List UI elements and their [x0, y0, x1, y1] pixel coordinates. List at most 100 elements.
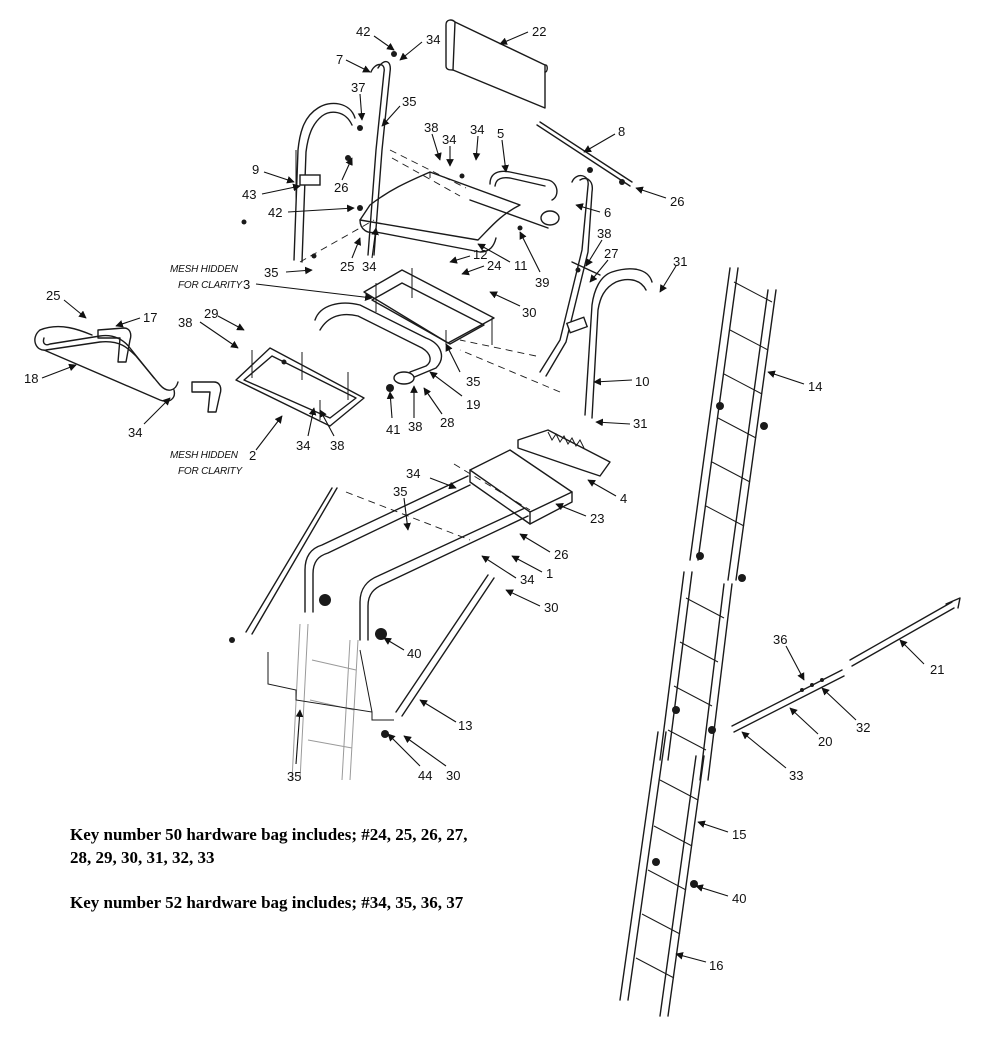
- callout-label-3: 3: [243, 277, 250, 292]
- callout-40-ladder: 40: [695, 884, 746, 906]
- callout-7: 7: [336, 52, 371, 73]
- callout-35-platform: 35: [393, 484, 411, 531]
- callout-17: 17: [115, 310, 157, 328]
- mesh-note-lower-2: FOR CLARITY: [178, 466, 243, 477]
- callout-23: 23: [555, 502, 604, 526]
- seat-cushion: [359, 171, 521, 253]
- callout-31-upper: 31: [659, 254, 687, 293]
- mesh-note-lower-1: MESH HIDDEN: [170, 450, 239, 461]
- callout-31-lower: 31: [595, 416, 647, 431]
- callout-label-31: 31: [673, 254, 687, 269]
- callout-label-29: 29: [204, 306, 218, 321]
- callout-24: 24: [461, 258, 501, 276]
- callout-30-upper: 30: [489, 291, 536, 320]
- left-armrest: [293, 102, 356, 263]
- callout-label-14: 14: [808, 379, 822, 394]
- callout-label-34: 34: [296, 438, 310, 453]
- callout-label-42: 42: [268, 205, 282, 220]
- callout-33: 33: [741, 731, 803, 783]
- callout-4: 4: [587, 479, 627, 506]
- callout-38-frame: 38: [319, 409, 344, 453]
- backrest-pad: [445, 19, 548, 109]
- callout-40-platform: 40: [383, 637, 421, 661]
- callout-label-26: 26: [334, 180, 348, 195]
- hardware-bag-50-line-1: Key number 50 hardware bag includes; #24…: [70, 825, 468, 844]
- callout-label-18: 18: [24, 371, 38, 386]
- callout-label-32: 32: [856, 720, 870, 735]
- right-armrest: [565, 261, 653, 419]
- mesh-note-upper-1: MESH HIDDEN: [170, 264, 239, 275]
- callout-25-left: 25: [46, 288, 87, 319]
- callout-16: 16: [675, 952, 723, 973]
- callout-label-7: 7: [336, 52, 343, 67]
- callout-30-leg: 30: [505, 589, 558, 615]
- callout-label-38: 38: [424, 120, 438, 135]
- callout-6: 6: [575, 203, 611, 220]
- callout-label-43: 43: [242, 187, 256, 202]
- callout-label-4: 4: [620, 491, 627, 506]
- callout-label-17: 17: [143, 310, 157, 325]
- callout-3: 3: [243, 277, 373, 301]
- callout-label-13: 13: [458, 718, 472, 733]
- callout-43: 43: [242, 183, 301, 202]
- callout-19: 19: [429, 371, 480, 412]
- callout-label-38: 38: [330, 438, 344, 453]
- callout-label-9: 9: [252, 162, 259, 177]
- callout-label-34: 34: [362, 259, 376, 274]
- rail-connector-upper: [97, 327, 132, 363]
- callout-label-27: 27: [604, 246, 618, 261]
- callout-label-11: 11: [514, 258, 528, 273]
- callout-13: 13: [419, 699, 472, 733]
- callout-label-19: 19: [466, 397, 480, 412]
- callout-35-ghost: 35: [287, 709, 304, 784]
- callout-42-mid: 42: [268, 204, 355, 220]
- callout-label-44: 44: [418, 768, 432, 783]
- callout-28: 28: [423, 387, 454, 430]
- hardware-pins: [229, 51, 581, 738]
- callout-9: 9: [252, 162, 295, 184]
- callout-38-upper: 38: [424, 120, 442, 161]
- callout-label-30: 30: [544, 600, 558, 615]
- callout-12: 12: [449, 247, 487, 264]
- footrest-bracket: [517, 429, 611, 477]
- callout-42-top: 42: [356, 24, 395, 51]
- callout-label-34: 34: [520, 572, 534, 587]
- callout-35-mid: 35: [445, 343, 480, 389]
- callout-36: 36: [773, 632, 805, 681]
- callout-label-20: 20: [818, 734, 832, 749]
- callout-label-28: 28: [440, 415, 454, 430]
- callout-label-6: 6: [604, 205, 611, 220]
- callout-label-35: 35: [264, 265, 278, 280]
- rail-connector-lower: [191, 381, 222, 413]
- callout-label-34: 34: [470, 122, 484, 137]
- callout-30-lower: 30: [403, 735, 460, 783]
- callout-label-25: 25: [340, 259, 354, 274]
- callout-8: 8: [583, 124, 625, 153]
- support-legs: [245, 487, 495, 717]
- callout-label-8: 8: [618, 124, 625, 139]
- callout-label-35: 35: [393, 484, 407, 499]
- callout-label-26: 26: [670, 194, 684, 209]
- seat-frame: [363, 268, 495, 345]
- callout-label-38: 38: [178, 315, 192, 330]
- mesh-note-upper-2: FOR CLARITY: [178, 280, 243, 291]
- callout-label-25: 25: [46, 288, 60, 303]
- callout-label-23: 23: [590, 511, 604, 526]
- callout-label-37: 37: [351, 80, 365, 95]
- callout-39: 39: [519, 231, 549, 290]
- callout-label-38: 38: [597, 226, 611, 241]
- callout-37: 37: [351, 80, 365, 121]
- callout-35-upper: 35: [381, 94, 416, 127]
- callout-label-40: 40: [732, 891, 746, 906]
- callout-34-top: 34: [399, 32, 440, 61]
- callout-26-right: 26: [635, 186, 684, 209]
- callout-label-15: 15: [732, 827, 746, 842]
- callout-27: 27: [589, 246, 618, 283]
- callout-5: 5: [497, 126, 509, 173]
- callout-34-upper-b: 34: [470, 122, 484, 161]
- callout-1: 1: [511, 555, 553, 581]
- ladder-section-middle: [659, 571, 733, 781]
- callout-34-platform-b: 34: [481, 555, 534, 587]
- callout-label-41: 41: [386, 422, 400, 437]
- right-back-frame: [539, 175, 594, 377]
